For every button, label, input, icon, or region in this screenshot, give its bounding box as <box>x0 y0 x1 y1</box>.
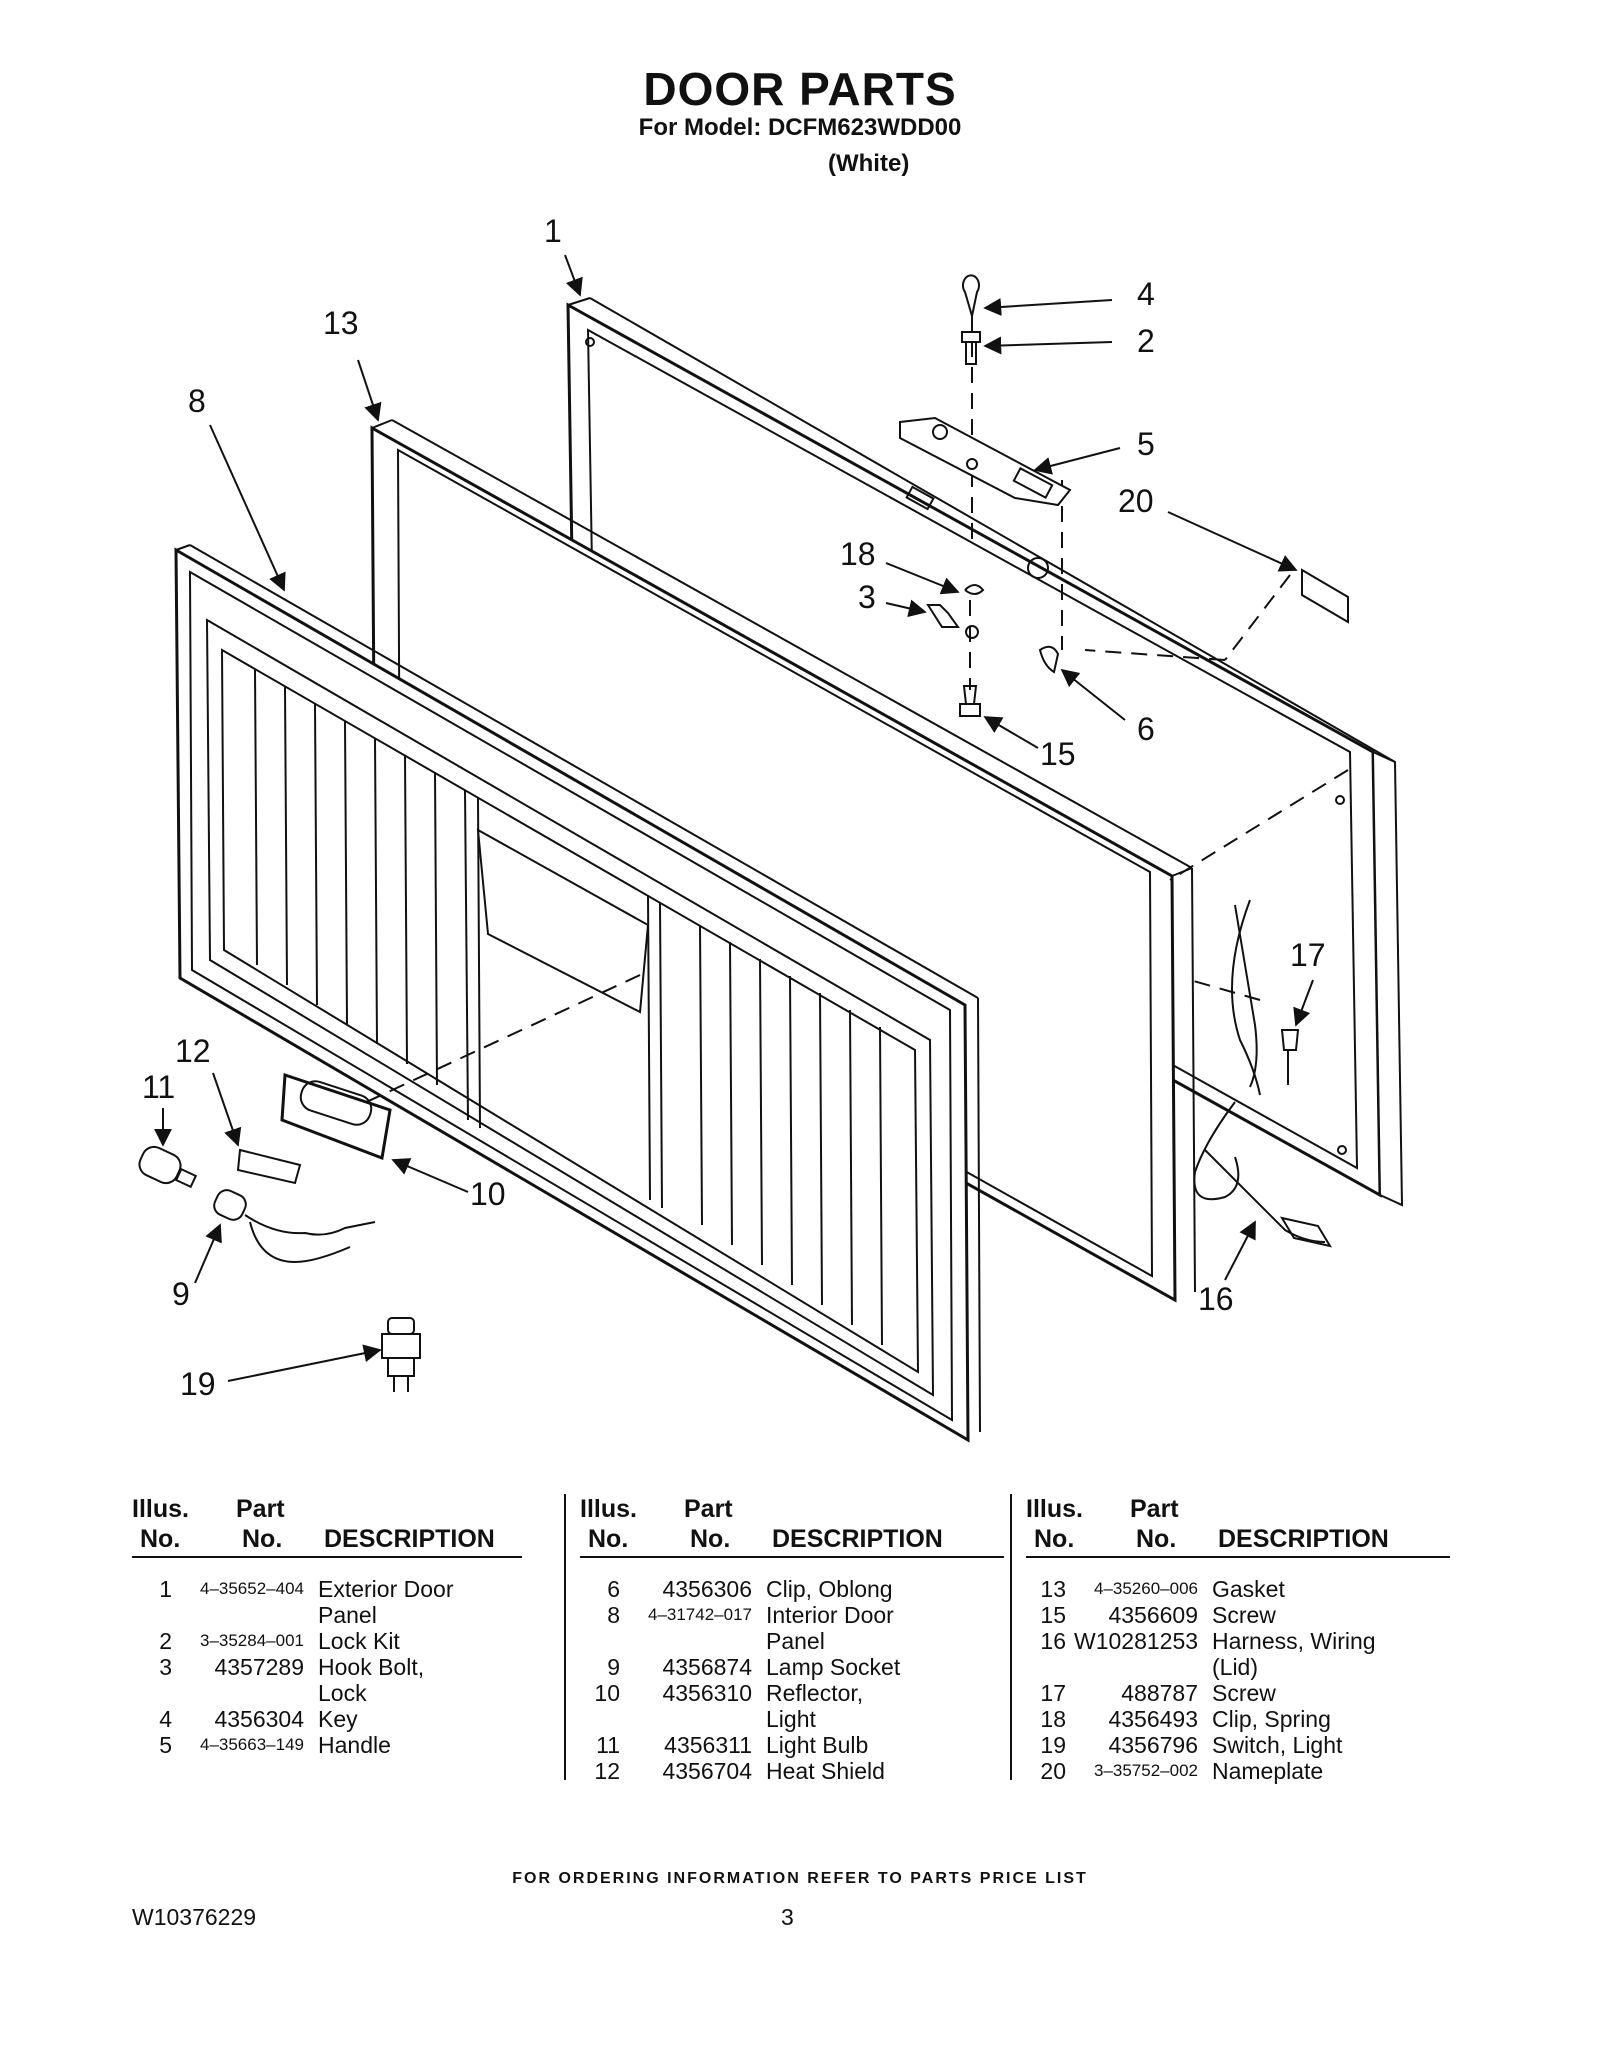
header-part: Part <box>684 1495 733 1523</box>
hook-bolt <box>926 604 979 639</box>
header-part-no: No. <box>690 1525 731 1553</box>
reflector <box>280 1072 392 1161</box>
page-title: DOOR PARTS <box>643 63 957 115</box>
header-part: Part <box>236 1495 285 1523</box>
header-illus-no: No. <box>140 1525 181 1553</box>
callout-2: 2 <box>1137 323 1155 359</box>
screw-17 <box>1280 1029 1300 1085</box>
header-rule <box>580 1556 1004 1558</box>
model-variant: (White) <box>828 150 910 177</box>
key-icon <box>962 274 980 317</box>
column-divider <box>1010 1494 1012 1780</box>
callout-9: 9 <box>172 1276 190 1312</box>
callout-20: 20 <box>1118 483 1154 519</box>
exterior-door-panel <box>566 297 1404 1207</box>
header-part-no: No. <box>242 1525 283 1553</box>
header-rule <box>1026 1556 1450 1558</box>
header-part-no: No. <box>1136 1525 1177 1553</box>
callout-6: 6 <box>1137 711 1155 747</box>
light-switch <box>381 1317 421 1392</box>
header-rule <box>132 1556 522 1558</box>
header-illus-no: No. <box>1034 1525 1075 1553</box>
header-illus: Illus. <box>1026 1495 1083 1523</box>
callout-11: 11 <box>142 1069 175 1105</box>
wiring-harness <box>1193 899 1333 1248</box>
column-divider <box>564 1494 566 1780</box>
exploded-diagram: 1 13 8 4 2 5 20 18 3 6 15 17 12 11 10 9 … <box>138 213 1404 1443</box>
nameplate <box>1301 568 1349 624</box>
callout-18: 18 <box>840 536 876 572</box>
header-description: DESCRIPTION <box>324 1525 495 1553</box>
model-line: For Model: DCFM623WDD00 <box>638 114 962 141</box>
callout-13: 13 <box>323 305 359 341</box>
callout-17: 17 <box>1290 937 1326 973</box>
callout-8: 8 <box>188 383 206 419</box>
callout-3: 3 <box>858 579 876 615</box>
interior-door-panel <box>174 544 981 1443</box>
callout-12: 12 <box>175 1033 211 1069</box>
header-description: DESCRIPTION <box>1218 1525 1389 1553</box>
header-illus: Illus. <box>580 1495 637 1523</box>
handle <box>899 416 1072 507</box>
callout-10: 10 <box>470 1176 506 1212</box>
page-number: 3 <box>781 1904 794 1930</box>
oblong-clip <box>1038 645 1060 674</box>
callout-15: 15 <box>1040 736 1076 772</box>
lamp-socket <box>213 1189 376 1264</box>
header-illus-no: No. <box>588 1525 629 1553</box>
header-illus: Illus. <box>132 1495 189 1523</box>
light-bulb <box>138 1145 198 1189</box>
header-description: DESCRIPTION <box>772 1525 943 1553</box>
lock-kit <box>961 331 981 365</box>
callout-16: 16 <box>1198 1281 1234 1317</box>
alignment-lines <box>359 315 1349 1106</box>
screw-15 <box>959 685 981 717</box>
leader-lines <box>154 254 1314 1382</box>
callout-1: 1 <box>544 213 562 249</box>
header-part: Part <box>1130 1495 1179 1523</box>
callout-4: 4 <box>1137 276 1155 312</box>
callout-19: 19 <box>180 1366 216 1402</box>
spring-clip <box>964 584 985 595</box>
callout-5: 5 <box>1137 426 1155 462</box>
ordering-note: FOR ORDERING INFORMATION REFER TO PARTS … <box>512 1870 1088 1887</box>
heat-shield <box>236 1148 302 1185</box>
document-number: W10376229 <box>132 1904 257 1930</box>
